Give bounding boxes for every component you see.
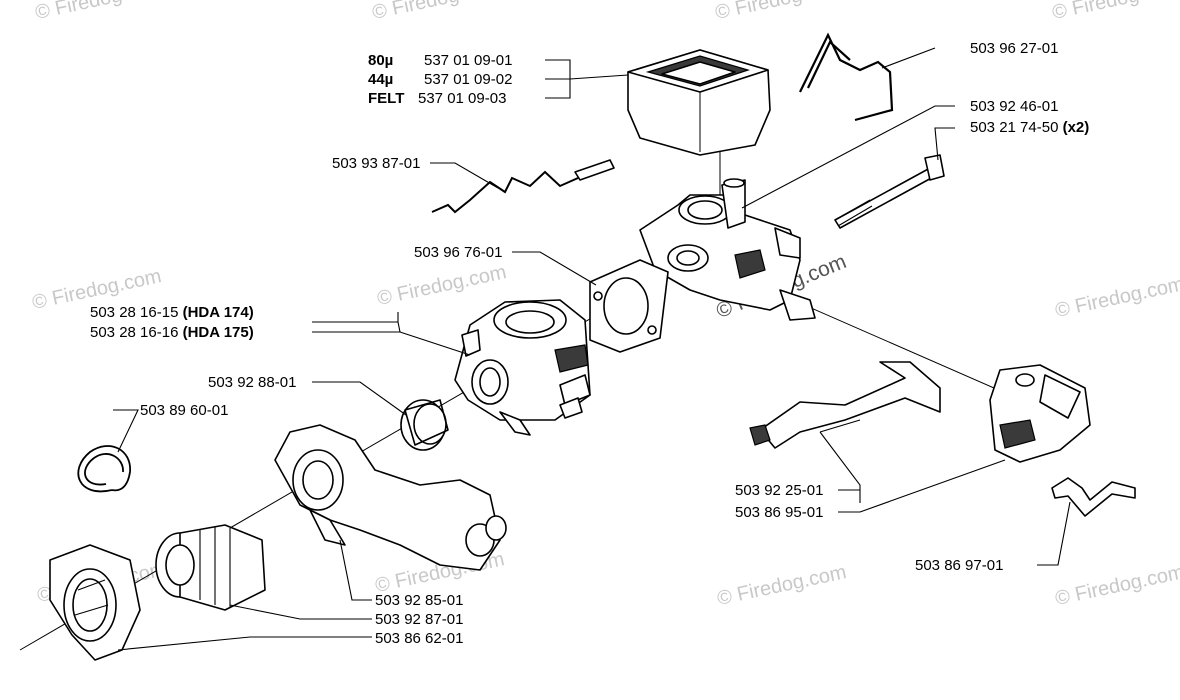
- carburetor-label-1: 503 28 16-15 (HDA 174): [90, 304, 254, 321]
- filter-felt-number: 537 01 09-03: [418, 90, 507, 107]
- carburetor-part: [454, 299, 591, 436]
- carburetor-model-1: (HDA 174): [182, 304, 254, 321]
- gasket-label: 503 96 76-01: [414, 244, 503, 261]
- choke-rod-label: 503 93 87-01: [332, 155, 421, 172]
- wire-clip-part: [799, 32, 894, 122]
- inlet-flange-part: [49, 544, 141, 661]
- gasket-part: [589, 259, 669, 353]
- ring-label: 503 92 88-01: [208, 374, 297, 391]
- filter-felt-grade: FELT: [368, 90, 405, 107]
- carburetor-number-2: 503 28 16-16: [90, 324, 179, 341]
- screw-label: 503 21 74-50 (x2): [970, 119, 1089, 136]
- air-filter-part: [627, 49, 771, 156]
- throttle-rod-label-1: 503 92 25-01: [735, 482, 824, 499]
- intake-manifold-part: [274, 424, 507, 571]
- carburetor-number-1: 503 28 16-15: [90, 304, 179, 321]
- adapter-label: 503 92 46-01: [970, 98, 1059, 115]
- circlip-label: 503 89 60-01: [140, 402, 229, 419]
- leader-lines: [113, 47, 1071, 651]
- manifold-label: 503 92 85-01: [375, 592, 464, 609]
- screw-part: [834, 154, 945, 229]
- carburetor-label-2: 503 28 16-16 (HDA 175): [90, 324, 254, 341]
- rubber-boot-label: 503 92 87-01: [375, 611, 464, 628]
- choke-rod-part: [431, 159, 615, 214]
- filter-44-grade: 44µ: [368, 71, 394, 88]
- filter-80-number: 537 01 09-01: [424, 52, 513, 69]
- filter-80-grade: 80µ: [368, 52, 394, 69]
- screw-quantity: (x2): [1062, 119, 1090, 136]
- filter-44-number: 537 01 09-02: [424, 71, 513, 88]
- carburetor-adapter-part: [639, 178, 816, 321]
- bracket-label: 503 86 97-01: [915, 557, 1004, 574]
- rubber-boot-part: [155, 524, 266, 611]
- throttle-rod-part: [749, 361, 941, 449]
- bracket-part: [1051, 477, 1136, 517]
- circlip-part: [77, 445, 131, 493]
- choke-housing-part: [989, 364, 1091, 463]
- screw-number: 503 21 74-50: [970, 119, 1059, 136]
- throttle-rod-label-2: 503 86 95-01: [735, 504, 824, 521]
- intake-ring-part: [400, 399, 449, 451]
- clip-label: 503 96 27-01: [970, 40, 1059, 57]
- carburetor-model-2: (HDA 175): [182, 324, 254, 341]
- flange-label: 503 86 62-01: [375, 630, 464, 647]
